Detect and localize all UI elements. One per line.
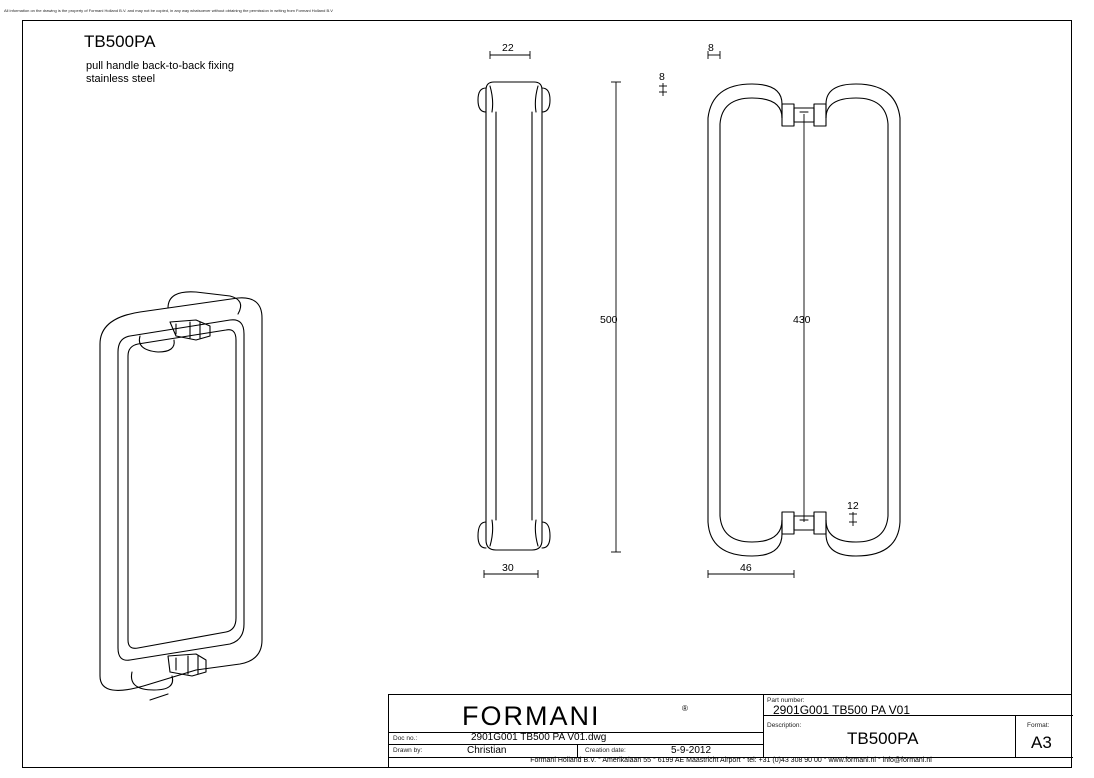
side-view [477,81,551,551]
description-label: Description: [767,722,802,729]
dim-front-gap: 8 [708,42,714,54]
dim-front-depth: 46 [740,562,752,574]
product-description-line2: stainless steel [86,73,156,85]
doc-no-label: Doc no.: [393,735,418,742]
drawn-by-label: Drawn by: [393,747,423,754]
isometric-view [99,291,263,701]
part-number-label: Part number: [767,697,805,704]
company-footer: Formani Holland B.V. ° Amerikalaan 55 ° … [530,757,932,764]
doc-no-value: 2901G001 TB500 PA V01.dwg [471,732,607,743]
dim-front-centers: 430 [793,314,811,326]
registered-mark: ® [682,704,688,713]
creation-date-value: 5-9-2012 [671,745,712,756]
format-value: A3 [1031,733,1052,752]
product-description-line1: pull handle back-to-back fixing [86,60,234,72]
dim-front-base-thickness: 12 [847,500,859,512]
product-title: TB500PA [84,32,156,51]
format-label: Format: [1027,722,1050,729]
dim-side-bottom-width: 30 [502,562,514,574]
drawn-by-value: Christian [467,745,507,756]
part-number-value: 2901G001 TB500 PA V01 [773,703,910,717]
front-view [707,83,901,557]
dim-side-base-thickness: 8 [659,71,665,83]
description-value: TB500PA [847,729,919,748]
dim-side-length: 500 [600,314,618,326]
drawing-frame [22,20,1072,768]
creation-date-label: Creation date: [585,747,626,754]
formani-logo: FORMANI [462,701,601,731]
dim-side-top-width: 22 [502,42,514,54]
title-block: FORMANI ® Doc no.: 2901G001 TB500 PA V01… [388,694,1073,768]
disclaimer-text: All information on the drawing is the pr… [4,8,333,13]
